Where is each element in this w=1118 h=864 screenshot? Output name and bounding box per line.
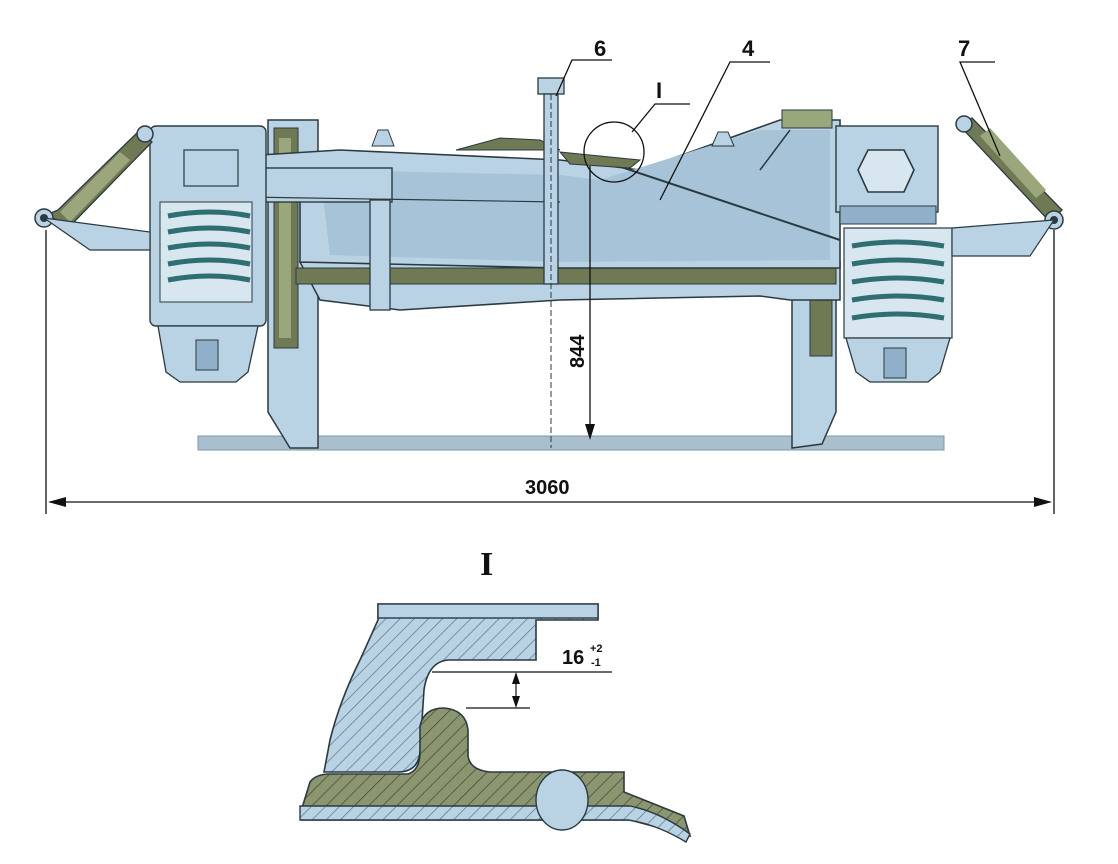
- gap-tolerance-upper: +2: [590, 643, 603, 655]
- detail-title: I: [480, 546, 493, 583]
- length-dimension: [45, 230, 1055, 514]
- length-dimension-value: 3060: [525, 477, 570, 499]
- pivot-pin: [537, 77, 565, 448]
- callout-4: 4: [742, 36, 755, 61]
- bogie-elevation: [34, 77, 1064, 451]
- callout-leaders: [555, 59, 1001, 201]
- left-damper: [34, 125, 154, 251]
- right-spring: [781, 109, 953, 383]
- height-dimension-value: 844: [567, 334, 589, 368]
- gap-tolerance-lower: -1: [591, 657, 601, 669]
- left-spring: [149, 125, 267, 383]
- rail: [197, 435, 945, 451]
- right-damper: [951, 115, 1064, 257]
- callout-7: 7: [958, 36, 970, 61]
- callout-6: 6: [594, 36, 606, 61]
- gap-dimension-value: 16: [562, 647, 584, 669]
- callout-I: I: [656, 78, 662, 103]
- height-dimension: [585, 166, 595, 440]
- frame-section: [301, 707, 692, 838]
- bolster-section: [323, 603, 599, 773]
- detail-view: [299, 603, 692, 843]
- detail-circle: [583, 121, 645, 183]
